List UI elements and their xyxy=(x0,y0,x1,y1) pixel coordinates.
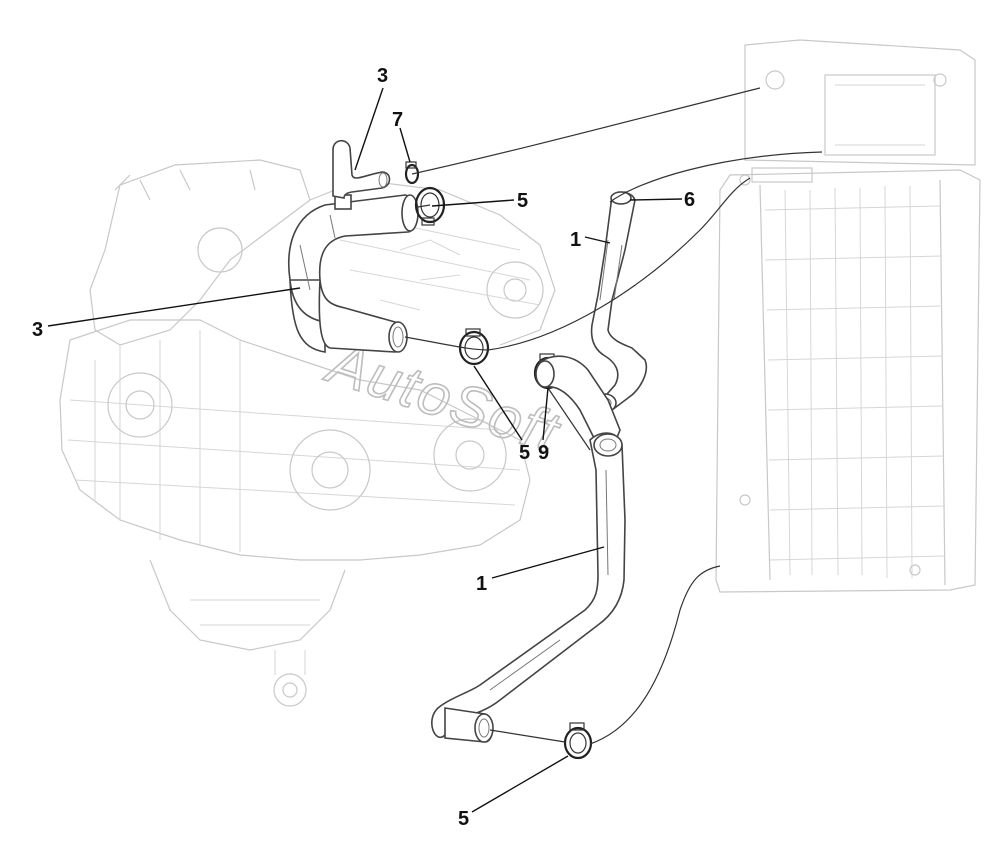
radiator-outline xyxy=(715,39,981,593)
hose-3-upper xyxy=(288,194,419,353)
callout-1-lower: 1 xyxy=(476,573,487,595)
callout-labels: 3 7 5 6 1 3 5 9 1 5 xyxy=(32,65,695,830)
callout-7: 7 xyxy=(392,109,403,131)
clamp-5-bottom xyxy=(563,722,593,760)
hose-1-upper xyxy=(590,191,647,413)
leader-lines xyxy=(47,87,683,813)
hose-3-vent xyxy=(332,139,391,199)
callout-3-top: 3 xyxy=(377,65,388,87)
callout-5-upper: 5 xyxy=(517,190,528,212)
engine-block-outline xyxy=(59,159,556,707)
assembly-lines xyxy=(404,87,823,745)
callout-3-left: 3 xyxy=(32,319,43,341)
callout-9: 9 xyxy=(538,442,549,464)
clamp-5-middle xyxy=(458,328,490,366)
clamp-7 xyxy=(404,161,420,185)
callout-1-upper: 1 xyxy=(570,229,581,251)
callout-5-middle: 5 xyxy=(519,442,530,464)
hose-1-lower xyxy=(431,432,626,743)
callout-5-bottom: 5 xyxy=(458,808,469,830)
callout-6: 6 xyxy=(684,189,695,211)
